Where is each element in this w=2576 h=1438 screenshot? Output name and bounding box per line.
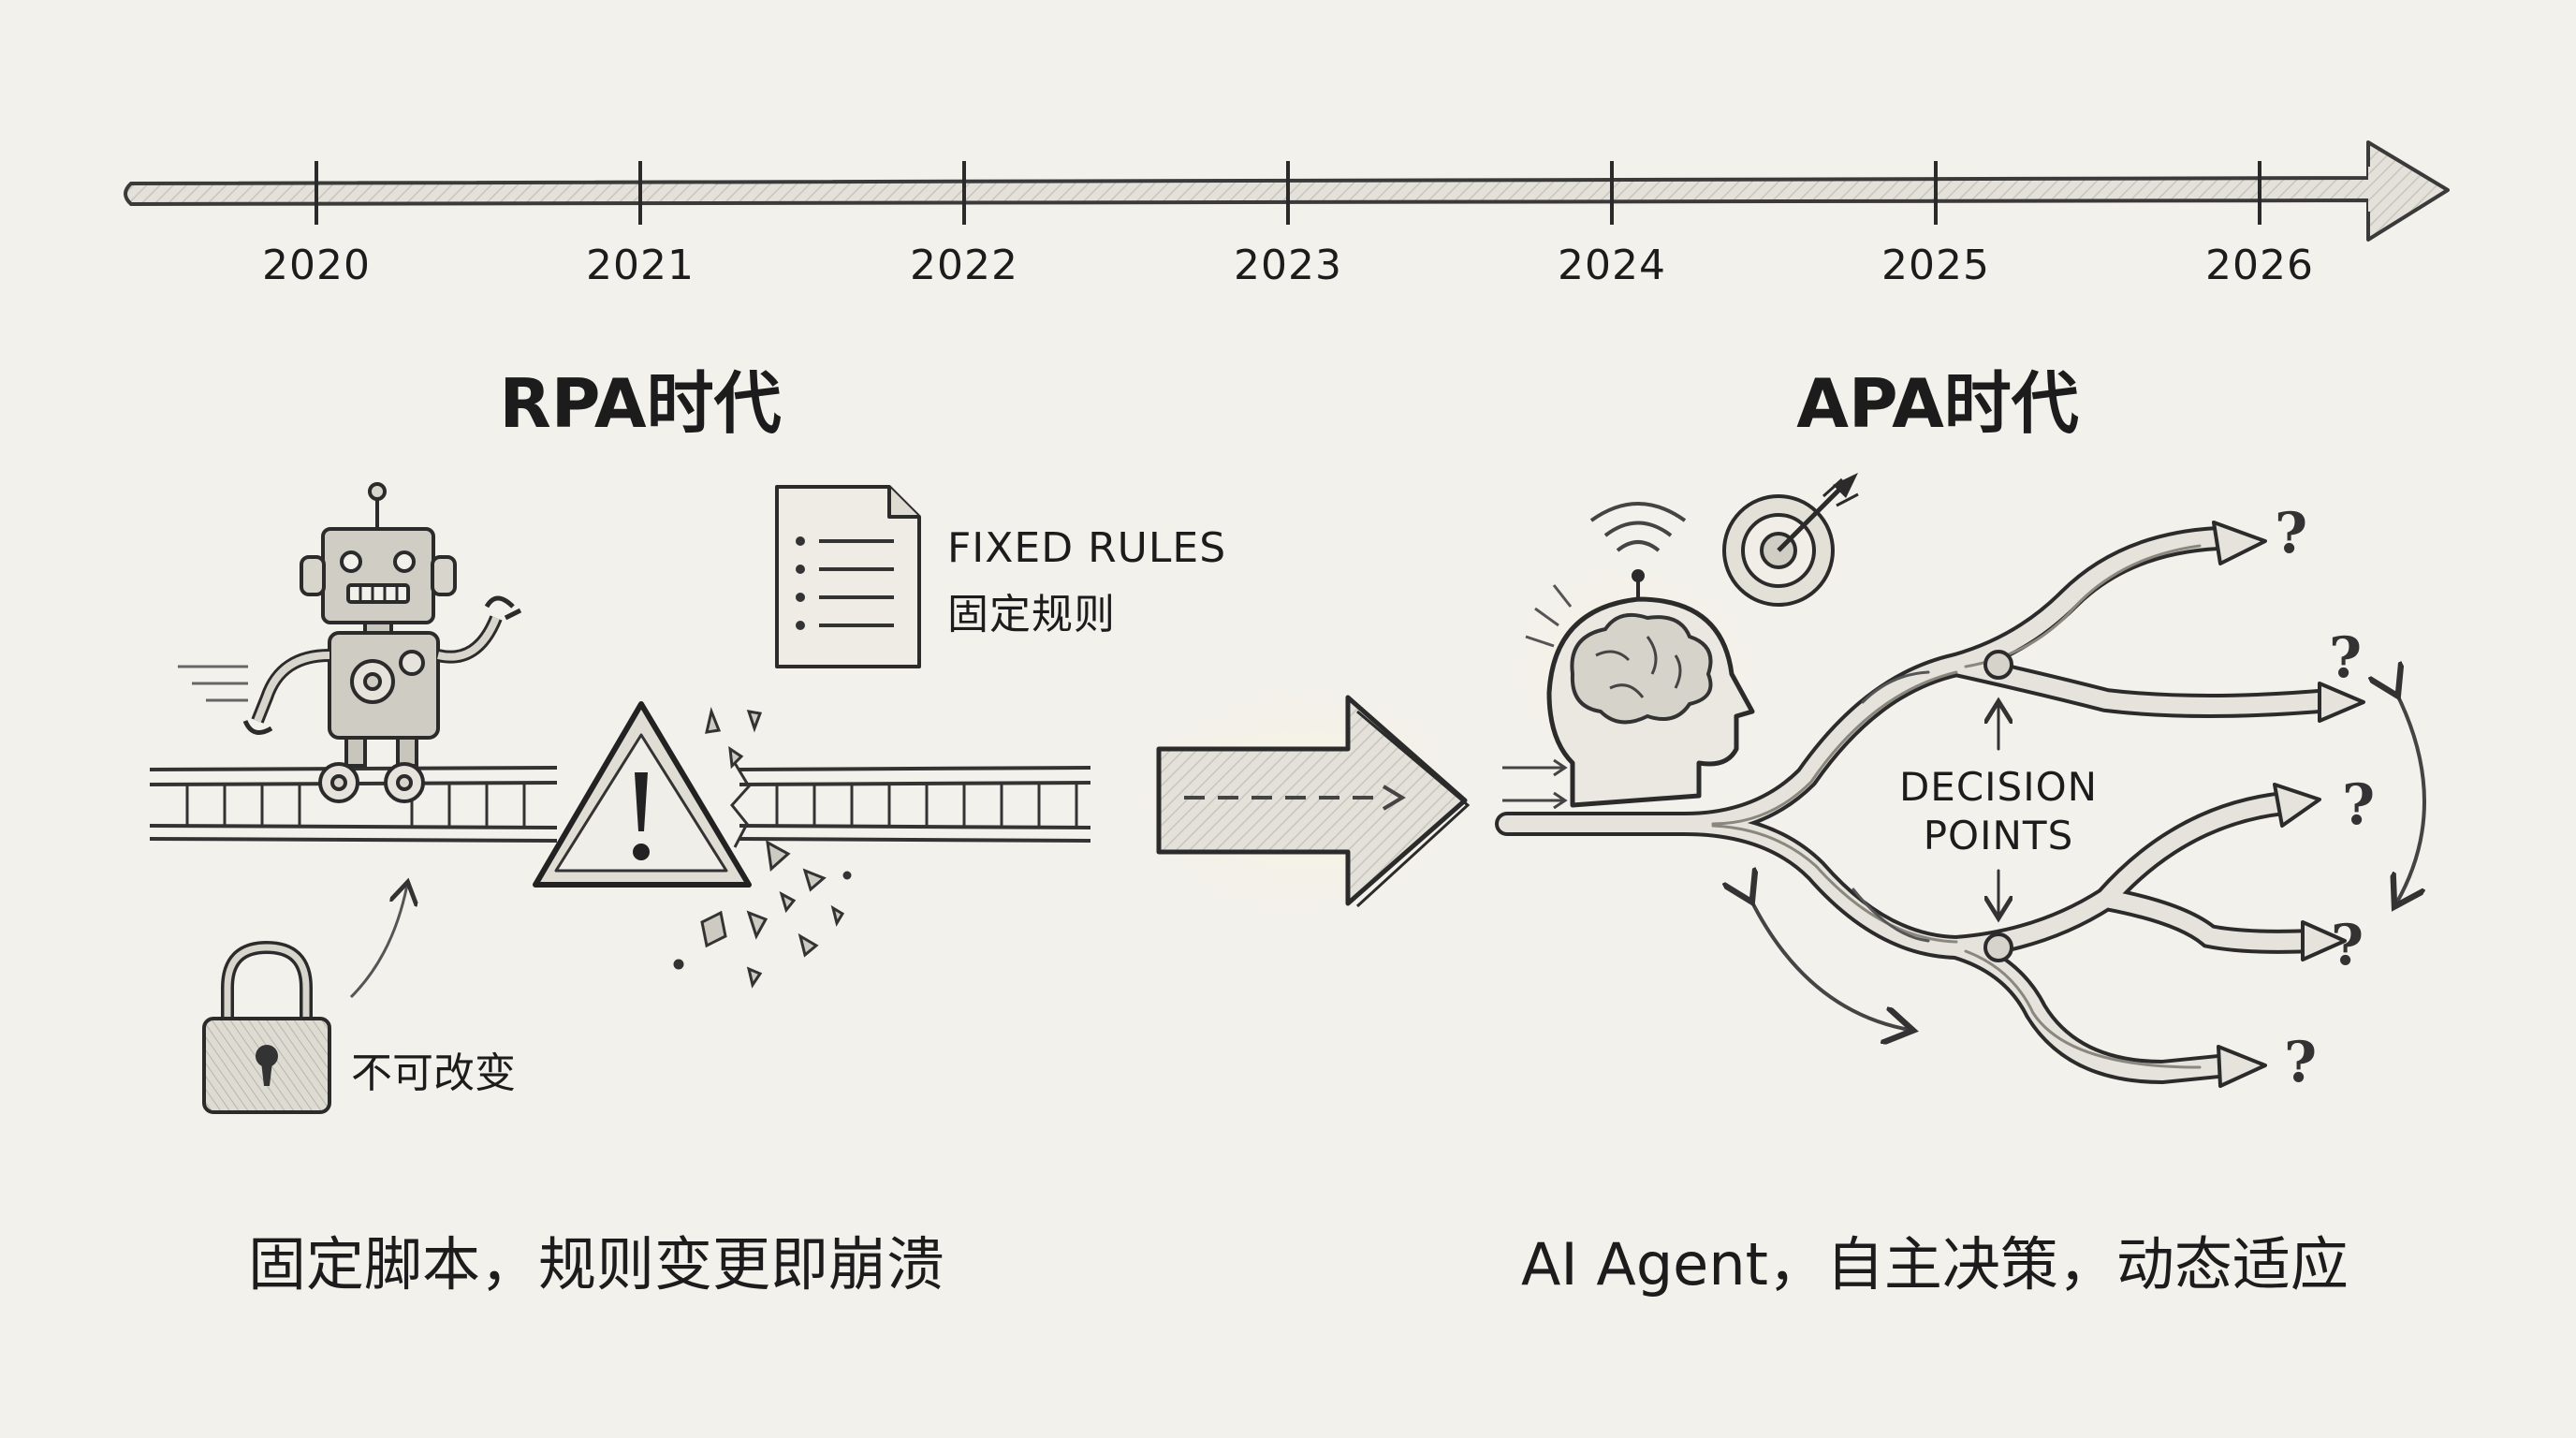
timeline (124, 140, 2450, 242)
era-apa-title: APA时代 (1796, 364, 2079, 443)
question-mark: ? (2342, 772, 2376, 838)
year-2026: 2026 (2205, 242, 2314, 289)
apa-caption: AI Agent，自主决策，动态适应 (1521, 1230, 2349, 1299)
robot-icon (178, 482, 522, 803)
question-mark: ? (2284, 1030, 2318, 1095)
target-icon (1704, 473, 1859, 618)
brain-icon (1493, 502, 1774, 810)
year-2023: 2023 (1234, 242, 1342, 289)
fixed-rules-label: FIXED RULES (947, 524, 1227, 572)
warning-icon (533, 701, 752, 888)
document-icon (775, 485, 921, 668)
lock-arrow (349, 885, 407, 999)
lock-icon (202, 940, 331, 1114)
question-mark: ? (2331, 913, 2364, 978)
era-rpa-title: RPA时代 (499, 364, 782, 443)
question-mark: ? (2275, 501, 2308, 566)
year-2021: 2021 (586, 242, 695, 289)
transition-arrow-icon (1114, 669, 1488, 932)
decision-points-label: DECISION POINTS (1858, 763, 2139, 860)
year-2025: 2025 (1881, 242, 1990, 289)
question-mark: ? (2329, 625, 2363, 691)
year-2022: 2022 (910, 242, 1018, 289)
decision-points-line2: POINTS (1923, 813, 2074, 858)
fixed-rules-label-cn: 固定规则 (947, 591, 1116, 638)
year-2024: 2024 (1558, 242, 1666, 289)
year-2020: 2020 (262, 242, 371, 289)
decision-points-line1: DECISION (1898, 764, 2099, 810)
decision-paths (1495, 521, 2426, 1088)
lock-label: 不可改变 (351, 1049, 516, 1097)
rpa-caption: 固定脚本，规则变更即崩溃 (248, 1230, 945, 1299)
broken-pieces (673, 706, 852, 989)
timeline-bar (124, 165, 2445, 213)
